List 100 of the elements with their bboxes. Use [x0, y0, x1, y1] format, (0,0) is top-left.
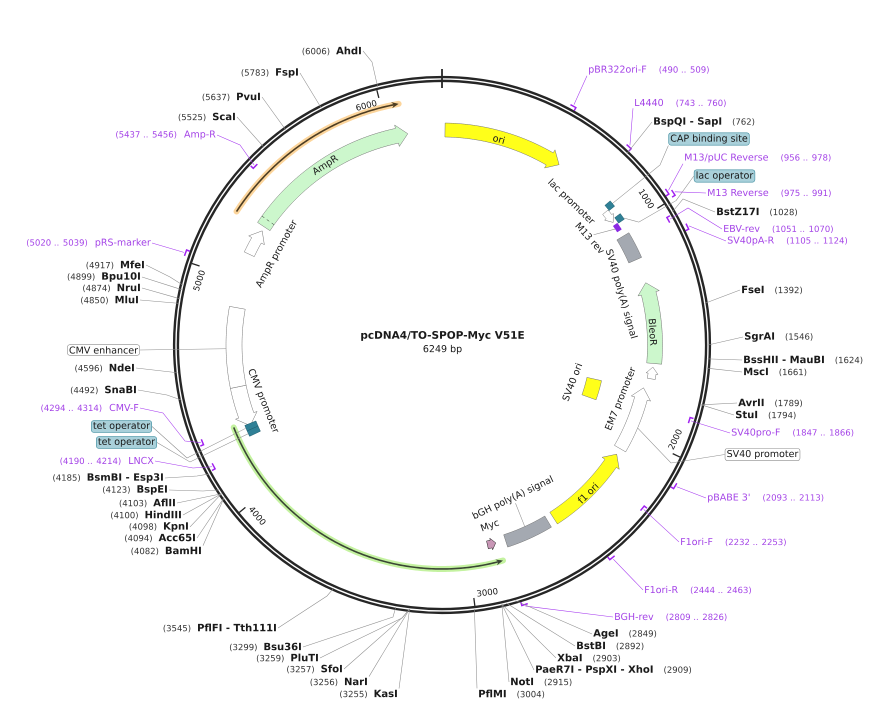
site-label: (4492) SnaBI [70, 386, 136, 394]
leader-line [142, 276, 182, 290]
leader-line [320, 608, 410, 658]
scale-label: 6000 [356, 100, 376, 110]
site-label: AvrII (1789) [738, 398, 802, 408]
plasmid-name: pcDNA4/TO-SPOP-Myc V51E [361, 330, 524, 341]
leader-line [704, 290, 740, 304]
feature-tag: lac operator [694, 169, 756, 182]
leader-line [216, 134, 254, 166]
leader-line [164, 474, 210, 478]
leader-line [525, 606, 614, 618]
primer-label: (5020 .. 5039) pRS-marker [26, 238, 151, 248]
site-label: NotI (2915) [511, 678, 572, 686]
feature-box [612, 222, 622, 232]
leader-line [638, 428, 726, 464]
scale-label: 3000 [476, 588, 498, 597]
leader-line [138, 390, 182, 401]
primer-label: pBR322ori-F (490 .. 509) [589, 65, 709, 75]
primer-label: pBABE 3' (2093 .. 2113) [708, 493, 824, 502]
primer-mark [200, 439, 204, 447]
leader-line [515, 600, 592, 634]
primer-mark [664, 188, 670, 197]
site-label: (4094) Acc65I [125, 534, 195, 542]
primer-label: F1ori-F (2232 .. 2253) [681, 538, 786, 546]
site-label: (4899) Bpu10I [68, 272, 140, 282]
leader-line [152, 242, 184, 253]
site-label: AgeI (2849) [593, 629, 656, 639]
site-label: (4082) BamHI [131, 546, 201, 556]
site-label: (3257) SfoI [287, 664, 342, 674]
primer-mark [685, 223, 690, 232]
leader-line [700, 404, 734, 416]
leader-line [368, 608, 410, 677]
leader-line [152, 426, 246, 458]
site-label: (4103) AflII [120, 498, 175, 508]
primer-mark [666, 215, 670, 223]
leader-line [506, 602, 576, 646]
leader-line [690, 420, 730, 434]
feature-box [614, 213, 625, 224]
leader-line [140, 348, 226, 350]
primer-mark [670, 482, 678, 490]
feature-box [604, 200, 615, 211]
primer-label: (4190 .. 4214) LNCX [60, 456, 154, 466]
feature-tag: CMV enhancer [67, 344, 140, 356]
feature-tag: SV40 promoter [724, 448, 800, 461]
primer-label: M13 Reverse (975 .. 991) [708, 188, 831, 198]
leader-line [672, 198, 716, 212]
site-label: PflMI (3004) [479, 690, 544, 698]
leader-line [140, 300, 180, 304]
leader-line [502, 604, 556, 658]
leader-line [278, 588, 334, 628]
leader-line [236, 116, 264, 148]
leader-line [362, 50, 378, 88]
primer-mark [607, 555, 616, 561]
plasmid-length: 6249 bp [424, 344, 462, 354]
primer-label: (5437 .. 5456) Amp-R [116, 130, 216, 140]
feature-tag: tet operator [91, 420, 152, 433]
feature-label: SV40 ori [562, 362, 582, 402]
site-label: (6006) AhdI [302, 46, 361, 56]
site-label: (4185) BsmBI - Esp3I [53, 473, 163, 483]
leader-line [136, 368, 178, 374]
site-label: BstZ17I (1028) [717, 208, 797, 216]
primer-label: SV40pA-R (1105 .. 1124) [728, 236, 848, 246]
feature-tag: tet operator [96, 436, 157, 449]
leader-line [674, 192, 706, 194]
leader-line [700, 402, 738, 406]
site-label: XbaI (2903) [557, 654, 620, 662]
leader-line [154, 460, 212, 468]
site-label: MscI (1661) [744, 368, 806, 376]
primer-mark [670, 190, 676, 198]
leader-line [140, 408, 202, 443]
primer-label: (4294 .. 4314) CMV-F [41, 404, 138, 412]
leader-line [398, 608, 410, 689]
leader-line [574, 76, 588, 105]
primer-label: F1ori-R (2444 .. 2463) [645, 586, 751, 594]
leader-line [707, 358, 742, 360]
site-label: BstBI (2892) [577, 642, 644, 650]
primer-mark [184, 249, 190, 256]
scale-label: 5000 [193, 270, 205, 292]
site-label: (3545) PflFI - Tth111I [164, 624, 276, 632]
leader-line [612, 145, 669, 204]
site-label: StuI (1794) [736, 410, 796, 420]
leader-line [168, 490, 220, 492]
primer-label: M13/pUC Reverse (956 .. 978) [685, 153, 831, 162]
primer-label: BGH-rev (2809 .. 2826) [615, 612, 726, 622]
leader-line [670, 208, 722, 230]
leader-line [502, 604, 510, 682]
leader-line [176, 493, 222, 504]
primer-mark [640, 504, 648, 512]
leader-line [502, 604, 534, 670]
site-label: (3256) NarI [310, 678, 367, 686]
leader-line [474, 608, 478, 689]
leader-line [190, 493, 222, 528]
primer-mark [626, 144, 632, 152]
site-label: (5637) PvuI [202, 92, 260, 102]
leader-line [196, 497, 224, 538]
site-label: (4917) MfeI [86, 260, 144, 270]
site-label: PaeR7I - PspXI - XhoI (2909) [536, 665, 692, 675]
leader-line [515, 502, 525, 527]
site-label: BssHII - MauBI (1624) [744, 356, 862, 364]
site-label: (4850) MluI [81, 296, 138, 304]
